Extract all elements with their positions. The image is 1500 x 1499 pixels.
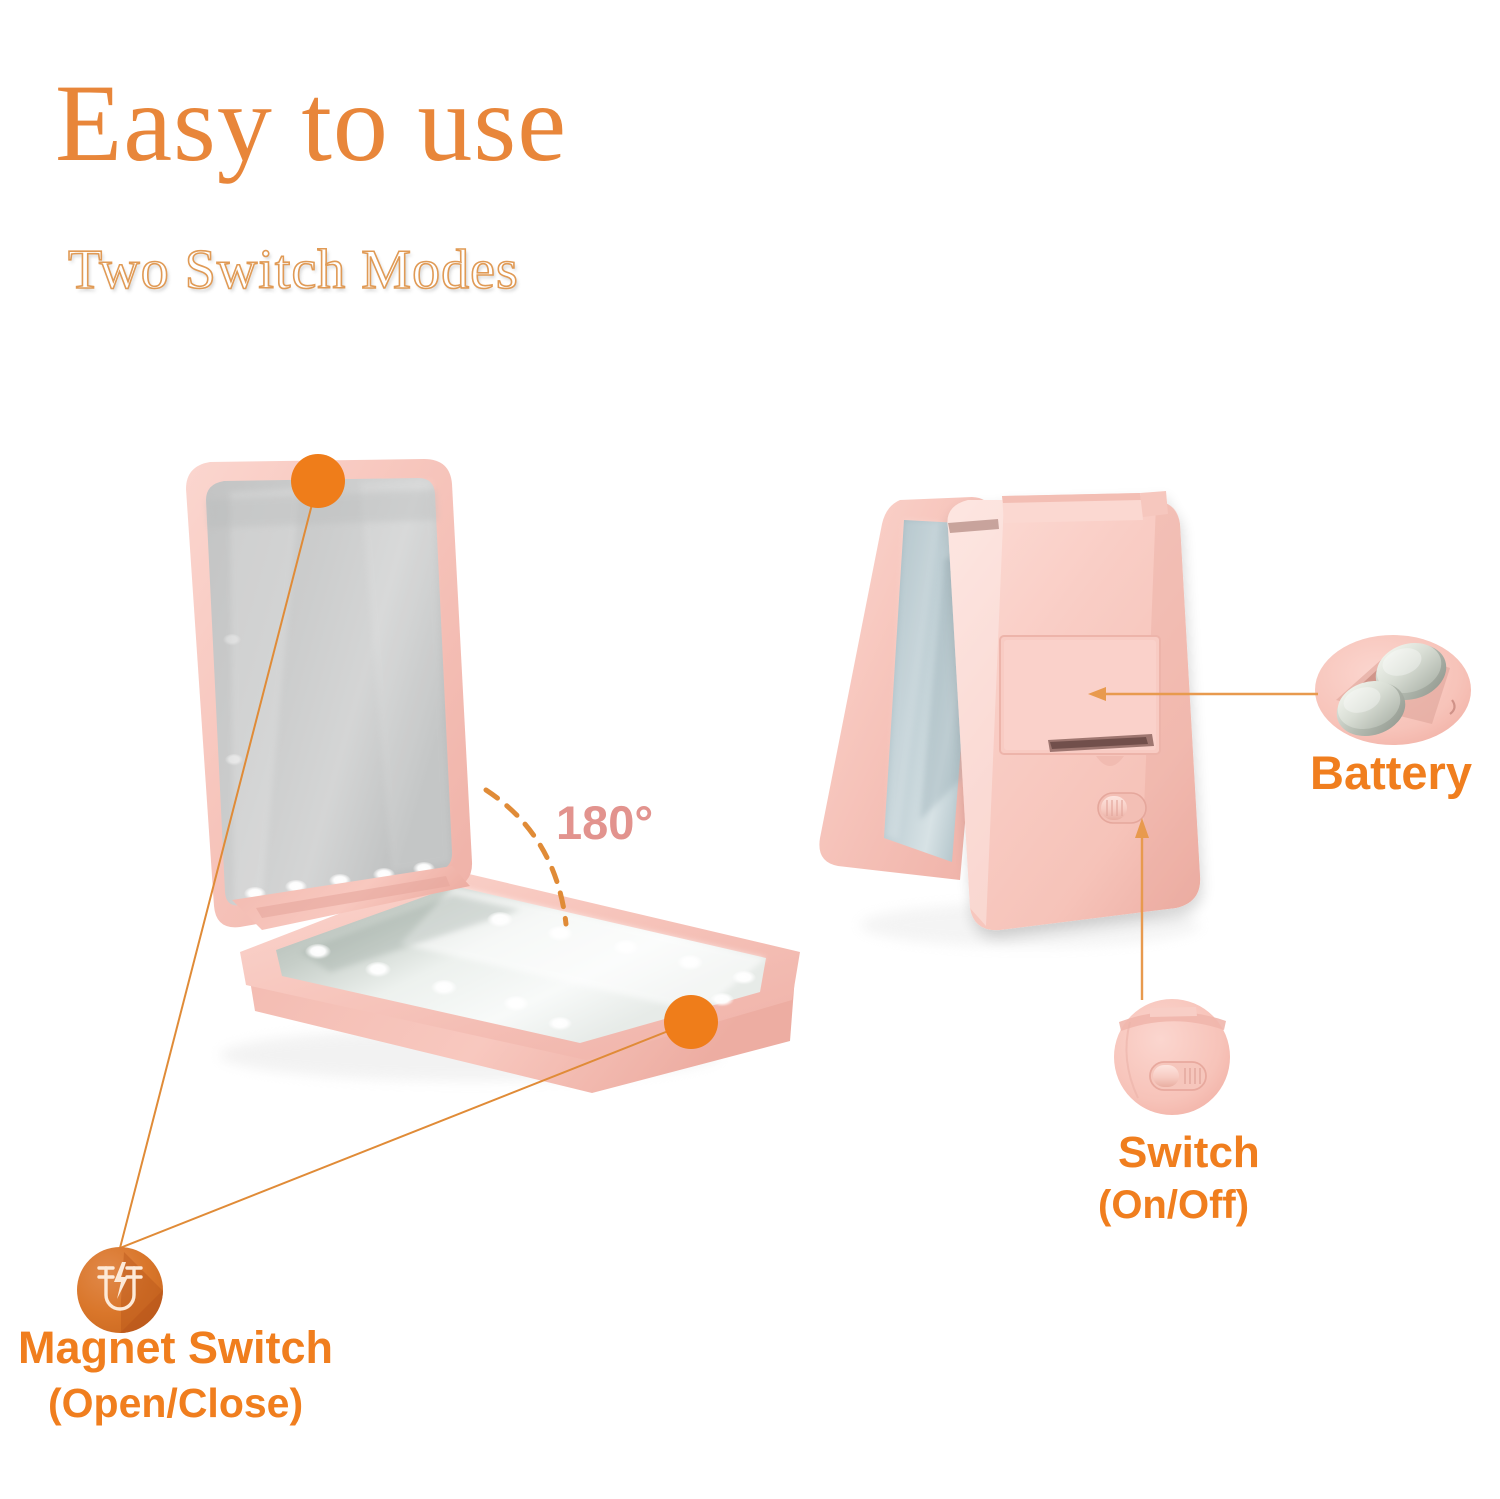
hotspot-lower-panel: [664, 995, 718, 1049]
product-right-folded-mirror: [819, 491, 1201, 947]
battery-callout-detail: [1315, 635, 1471, 745]
switch-sublabel: (On/Off): [1098, 1183, 1250, 1227]
led-ring-upper: [223, 634, 435, 901]
battery-compartment-door: [999, 635, 1161, 766]
battery-label: Battery: [1310, 746, 1472, 799]
led-ring-lower: [305, 912, 756, 1031]
magnet-switch-label: Magnet Switch: [18, 1322, 334, 1373]
page-subtitle: Two Switch Modes: [67, 239, 519, 301]
switch-label: Switch: [1118, 1128, 1260, 1177]
mirror-rear-leaf: [819, 497, 992, 880]
angle-label: 180°: [556, 796, 654, 849]
hotspot-leader-lines: [119, 480, 692, 1249]
leader-upper-to-magnet: [119, 480, 319, 1249]
coin-cell-lower: [1336, 680, 1406, 736]
angle-arc-dashed: [483, 787, 569, 927]
magnet-switch-badge: [77, 1247, 163, 1333]
coin-cell-upper: [1375, 643, 1447, 700]
page-title: Easy to use: [55, 62, 568, 184]
hotspot-upper-panel: [291, 454, 345, 508]
mirror-upper-panel: [186, 459, 473, 930]
product-left-open-mirror: [186, 459, 800, 1093]
power-slider-switch: [1097, 792, 1147, 824]
mirror-lower-panel: [240, 870, 800, 1093]
magnet-switch-sublabel: (Open/Close): [48, 1380, 304, 1426]
switch-leader-arrow: [1135, 818, 1149, 1000]
battery-leader-arrow: [1088, 687, 1318, 701]
mirror-front-leaf-back-shell: [947, 491, 1201, 931]
switch-callout-detail: [1114, 999, 1230, 1115]
leader-lower-to-magnet: [119, 1021, 692, 1249]
